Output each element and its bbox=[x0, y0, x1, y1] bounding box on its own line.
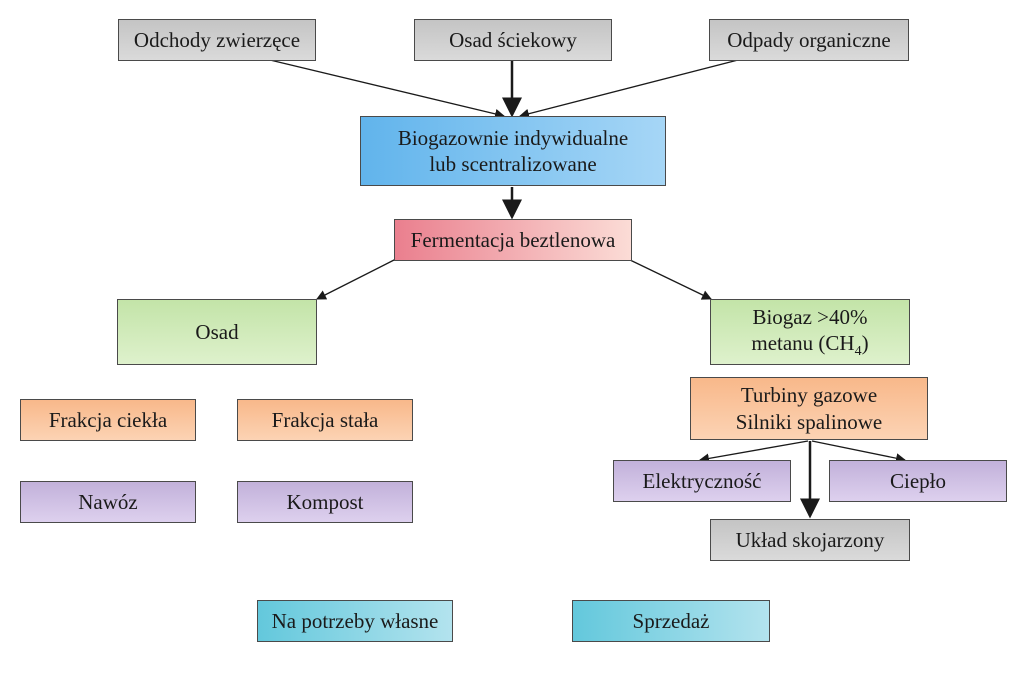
node-solid-fraction-label: Frakcja stała bbox=[271, 407, 379, 432]
node-biogas-close-paren: ) bbox=[861, 330, 869, 355]
arrow-turbines-to-heat bbox=[811, 440, 906, 464]
node-liquid-fraction: Frakcja ciekła bbox=[20, 399, 196, 441]
node-sludge: Osad bbox=[117, 299, 317, 365]
node-organic-waste: Odpady organiczne bbox=[709, 19, 909, 61]
arrow-fermentation-to-biogas bbox=[627, 258, 712, 300]
node-organic-waste-label: Odpady organiczne bbox=[727, 27, 891, 52]
arrow-turbines-to-electricity bbox=[699, 440, 809, 464]
node-turbines-line2: Silniki spalinowe bbox=[735, 409, 883, 434]
node-turbines-line1: Turbiny gazowe bbox=[740, 383, 878, 408]
node-fertilizer: Nawóz bbox=[20, 481, 196, 523]
node-turbines-engines: Turbiny gazowe Silniki spalinowe bbox=[690, 377, 928, 440]
node-sale: Sprzedaż bbox=[572, 600, 770, 642]
node-sewage-sludge: Osad ściekowy bbox=[414, 19, 612, 61]
node-biogas-plants-line1: Biogazownie indywidualne bbox=[397, 125, 629, 150]
node-compost-label: Kompost bbox=[286, 489, 364, 514]
node-heat: Ciepło bbox=[829, 460, 1007, 502]
node-animal-waste: Odchody zwierzęce bbox=[118, 19, 316, 61]
arrow-animal-waste-to-biogas-plants bbox=[269, 59, 505, 119]
node-anaerobic-fermentation: Fermentacja beztlenowa bbox=[394, 219, 632, 261]
node-biogas-plants-line2: lub scentralizowane bbox=[429, 152, 597, 176]
node-own-needs: Na potrzeby własne bbox=[257, 600, 453, 642]
node-biogas-plants: Biogazownie indywidualne lub scentralizo… bbox=[360, 116, 666, 186]
node-biogas-line2: metanu (CH4) bbox=[751, 330, 868, 361]
arrow-fermentation-to-sludge bbox=[316, 258, 397, 300]
node-liquid-fraction-label: Frakcja ciekła bbox=[48, 407, 168, 432]
node-anaerobic-fermentation-label: Fermentacja beztlenowa bbox=[410, 227, 616, 252]
node-biogas-line1: Biogaz >40% bbox=[752, 304, 868, 329]
node-cogeneration: Układ skojarzony bbox=[710, 519, 910, 561]
node-compost: Kompost bbox=[237, 481, 413, 523]
node-animal-waste-label: Odchody zwierzęce bbox=[133, 27, 301, 52]
node-biogas-subscript: 4 bbox=[854, 343, 862, 359]
arrow-organic-waste-to-biogas-plants bbox=[519, 59, 739, 119]
node-biogas: Biogaz >40% metanu (CH4) bbox=[710, 299, 910, 365]
node-sale-label: Sprzedaż bbox=[632, 608, 710, 633]
node-solid-fraction: Frakcja stała bbox=[237, 399, 413, 441]
node-sludge-label: Osad bbox=[195, 319, 239, 344]
node-electricity: Elektryczność bbox=[613, 460, 791, 502]
node-sewage-sludge-label: Osad ściekowy bbox=[449, 27, 577, 52]
node-heat-label: Ciepło bbox=[890, 468, 946, 493]
node-own-needs-label: Na potrzeby własne bbox=[271, 608, 439, 633]
node-fertilizer-label: Nawóz bbox=[78, 489, 138, 514]
node-electricity-label: Elektryczność bbox=[642, 468, 762, 493]
node-cogeneration-label: Układ skojarzony bbox=[735, 527, 885, 552]
node-biogas-methane-text: metanu (CH bbox=[751, 330, 855, 355]
